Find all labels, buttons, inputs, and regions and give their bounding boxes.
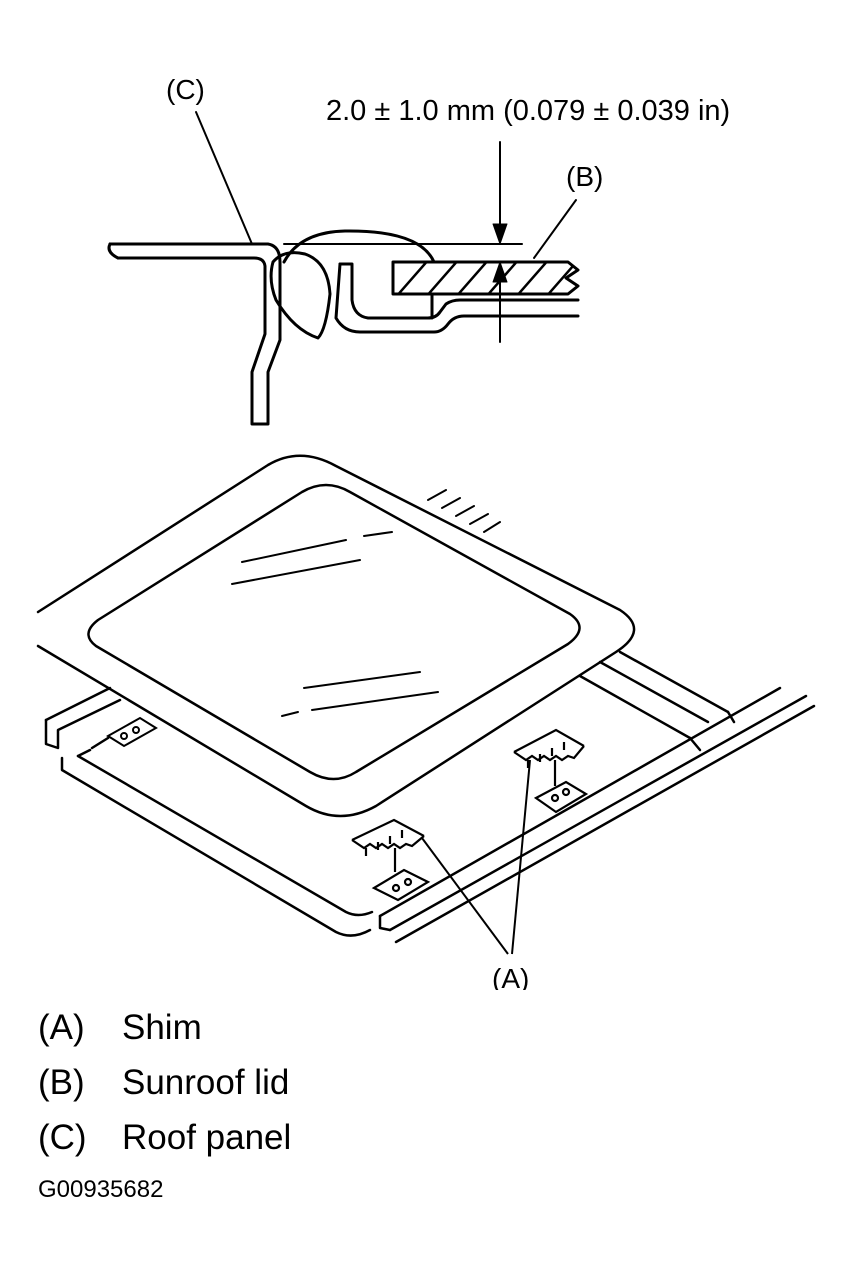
callout-b-label: (B)	[566, 161, 603, 192]
shim-left-front	[351, 818, 431, 902]
shim-leaders	[421, 759, 531, 955]
legend-row-roof-panel: (C) Roof panel	[38, 1110, 291, 1165]
legend-key: (A)	[38, 1008, 85, 1047]
shim-right	[513, 728, 589, 814]
legend-row-sunroof-lid: (B) Sunroof lid	[38, 1055, 291, 1110]
legend-row-shim: (A) Shim	[38, 1000, 291, 1055]
sunroof-assembly-view	[36, 454, 816, 944]
callout-a-label: (A)	[492, 963, 529, 990]
sunroof-lid-outline	[36, 454, 636, 818]
legend-key: (C)	[38, 1118, 87, 1157]
callout-c-label: (C)	[166, 74, 205, 105]
legend-key: (B)	[38, 1063, 85, 1102]
legend-label: Shim	[122, 1008, 202, 1047]
legend-label: Sunroof lid	[122, 1063, 290, 1102]
cross-section-detail	[107, 111, 580, 426]
figure-id: G00935682	[38, 1176, 164, 1203]
glass-pane-outline	[87, 483, 581, 781]
legend: (A) Shim (B) Sunroof lid (C) Roof panel	[38, 1000, 291, 1165]
dimension-label: 2.0 ± 1.0 mm (0.079 ± 0.039 in)	[326, 95, 730, 127]
lid-hatching	[396, 262, 573, 294]
sunroof-adjustment-diagram: (C) 2.0 ± 1.0 mm (0.079 ± 0.039 in) (B)	[36, 74, 816, 990]
shim-left-rear	[106, 716, 158, 748]
legend-label: Roof panel	[122, 1118, 292, 1157]
